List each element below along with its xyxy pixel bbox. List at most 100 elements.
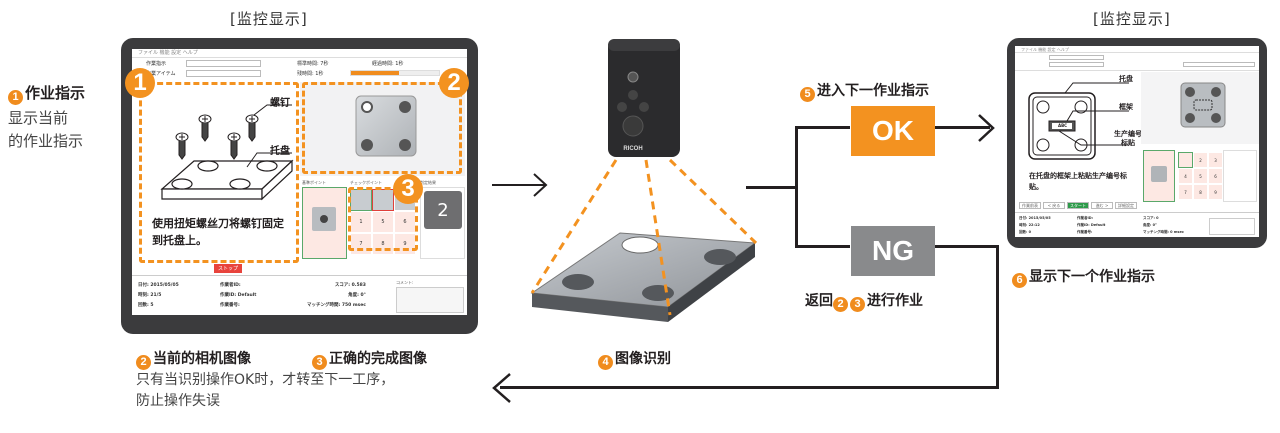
checkpoint-cell: 4 [1178,168,1193,184]
caption4-text: 图像识别 [615,351,671,367]
info-time: 時刻: 21/5 [138,293,162,298]
label-frame: 框架 [1119,103,1133,111]
info-operator: 作業者ID: [1077,216,1094,220]
camera-icon: RICOH [608,39,680,157]
description-line: 只有当识别操作OK时，才转至下一工序， [136,372,395,388]
reference-image [1151,166,1167,182]
flow-line-ng-out [935,245,999,248]
left-section-title: [监控显示] [230,10,308,28]
flow-line-branch [795,126,798,248]
info-col2: 作業者ID: 作業ID: Default 作業番号: [1077,215,1105,236]
comment-box[interactable] [1209,218,1255,235]
region-3-box [348,187,418,251]
divider [1015,212,1259,213]
flow-line-in [746,186,796,189]
left-screen: ファイル 機能 設定 ヘルプ 作業指示 作業アイテム 標準時間: 7秒 経過時間… [132,49,467,315]
control-button[interactable]: スタート [1067,202,1089,209]
annotation-line: 显示当前 [8,108,69,127]
checkpoint-cell: 2 [1193,152,1208,168]
info-col1: 日付: 2015/05/05 時刻: 22:12 回数: 0 [1019,215,1051,236]
marker-1: 1 [125,68,155,98]
right-screen: ファイル 機能 設定 ヘルプ ABC 托盘 框架 生产编号 标贴 在托盘的框架上… [1015,46,1259,237]
field1-label: 作業指示 [146,61,167,67]
checkpoint-cell: 5 [1193,168,1208,184]
control-button[interactable]: < 戻る [1043,202,1065,209]
tray-label-illustration [1028,82,1129,160]
info-score: スコア: 0.583 [334,283,366,288]
field1-input[interactable] [186,60,261,67]
info-angle: 角度: 0° [1143,223,1157,227]
badge-3: 3 [312,354,327,370]
remaining-time: 残時間: 1秒 [297,71,324,77]
info-col2: 作業者ID: 作業ID: Default 作業番号: [220,281,256,311]
info-job: 作業ID: Default [220,293,257,298]
info-date: 日付: 2015/05/05 [138,283,179,288]
control-button[interactable]: 作業前表 [1019,202,1041,209]
flow-line-ng-down [996,245,999,389]
region-2-box [302,82,462,174]
left-monitor: ファイル 機能 設定 ヘルプ 作業指示 作業アイテム 標準時間: 7秒 経過時間… [121,38,478,334]
caption3-text: 正确的完成图像 [329,351,427,367]
progress-field [1183,62,1255,67]
flow-line-ok [795,126,850,129]
label-screw: 螺钉 [270,98,290,109]
description: 只有当识别操作OK时，才转至下一工序， 防止操作失误 [136,370,394,412]
checkpoint-cell: 5 [372,211,394,233]
flow-line-ng [795,245,850,248]
divider [1015,70,1259,71]
annotation-title: 作业指示 [25,84,86,102]
label-serial: 生产编号 [1114,130,1142,138]
info-date: 日付: 2015/05/05 [1019,216,1051,220]
divider [132,275,467,276]
check-label: チェックポイント [350,180,382,185]
flow-line-return [500,386,999,389]
ok-result: OK [851,106,935,156]
info-col3: スコア: 0 角度: 0° マッチング時間: 0 msec [1143,215,1184,236]
comment-box[interactable] [396,287,464,313]
screw-tray-illustration [160,104,294,201]
tag-text: ABC [1058,123,1068,128]
checkpoint-cell: 7 [1178,184,1193,200]
comment-label: コメント: [396,280,414,285]
info-time: 時刻: 22:12 [1019,223,1040,227]
badge-2: 2 [833,296,848,312]
badge-6: 6 [1012,272,1027,288]
tray-camera-image [1180,82,1226,128]
arrow-left-icon [492,373,511,403]
control-button[interactable]: 詳細設定 [1115,202,1137,209]
arrow-right-icon [492,173,548,197]
control-button[interactable]: 進む > [1091,202,1113,209]
info-operator: 作業者ID: [220,283,241,288]
stop-button[interactable]: ストップ [214,264,242,273]
checkpoint-cell [1178,152,1193,168]
time-progress-bar [350,70,440,76]
checkpoint-cell: 8 [1193,184,1208,200]
info-count: 回数: 0 [1019,230,1032,234]
camera-brand: RICOH [623,146,642,152]
annotation-line: 的作业指示 [8,131,84,150]
caption6-text: 显示下一个作业指示 [1029,269,1155,285]
menu-bar[interactable]: ファイル 機能 設定 ヘルプ [132,49,467,58]
checkpoint-cell: 6 [1208,168,1223,184]
badge-3: 3 [850,296,865,312]
flow-line-ok-out [935,126,990,129]
info-count: 回数: 5 [138,303,154,308]
marker-3: 3 [393,174,423,204]
field2-input[interactable] [1049,62,1104,67]
marker-2: 2 [439,68,469,98]
progress-fill [351,71,400,75]
result-value: 2 [424,191,462,229]
field1-input[interactable] [1049,55,1104,60]
info-col1: 日付: 2015/05/05 時刻: 21/5 回数: 5 [138,281,179,311]
menu-bar[interactable]: ファイル 機能 設定 ヘルプ [1015,46,1259,53]
arrow-right-icon [978,114,995,142]
reference-screw-image [312,207,336,231]
right-section-title: [监控显示] [1093,10,1171,28]
badge-4: 4 [598,354,613,370]
field2-input[interactable] [186,70,261,77]
